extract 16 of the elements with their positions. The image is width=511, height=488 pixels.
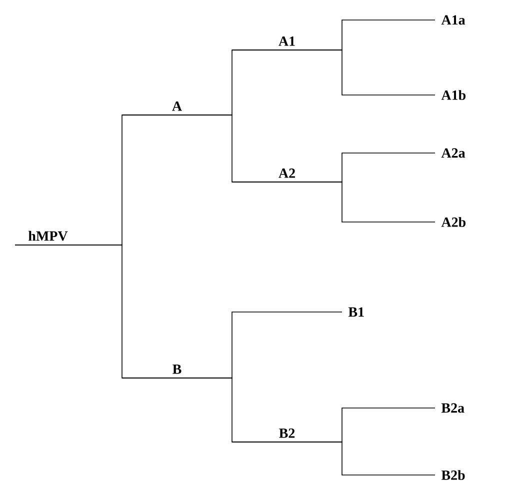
clade-label: A: [172, 102, 182, 111]
tree-branch: [232, 50, 436, 96]
leaf-label: A2b: [441, 217, 466, 227]
leaf-label: B1: [348, 307, 364, 317]
clade-label: A2: [278, 168, 295, 178]
clade-label: hMPV: [28, 230, 68, 241]
tree-branch: [232, 442, 436, 476]
clade-label: A1: [278, 36, 295, 46]
leaf-label: A1a: [441, 15, 466, 25]
leaf-label: B2b: [441, 470, 465, 480]
leaf-label: A1b: [441, 90, 466, 100]
clade-label: B: [172, 364, 182, 374]
leaf-label: B2a: [441, 403, 464, 413]
leaf-label: A2a: [441, 148, 466, 158]
tree-branch: [232, 182, 436, 222]
clade-label: B2: [279, 428, 295, 438]
